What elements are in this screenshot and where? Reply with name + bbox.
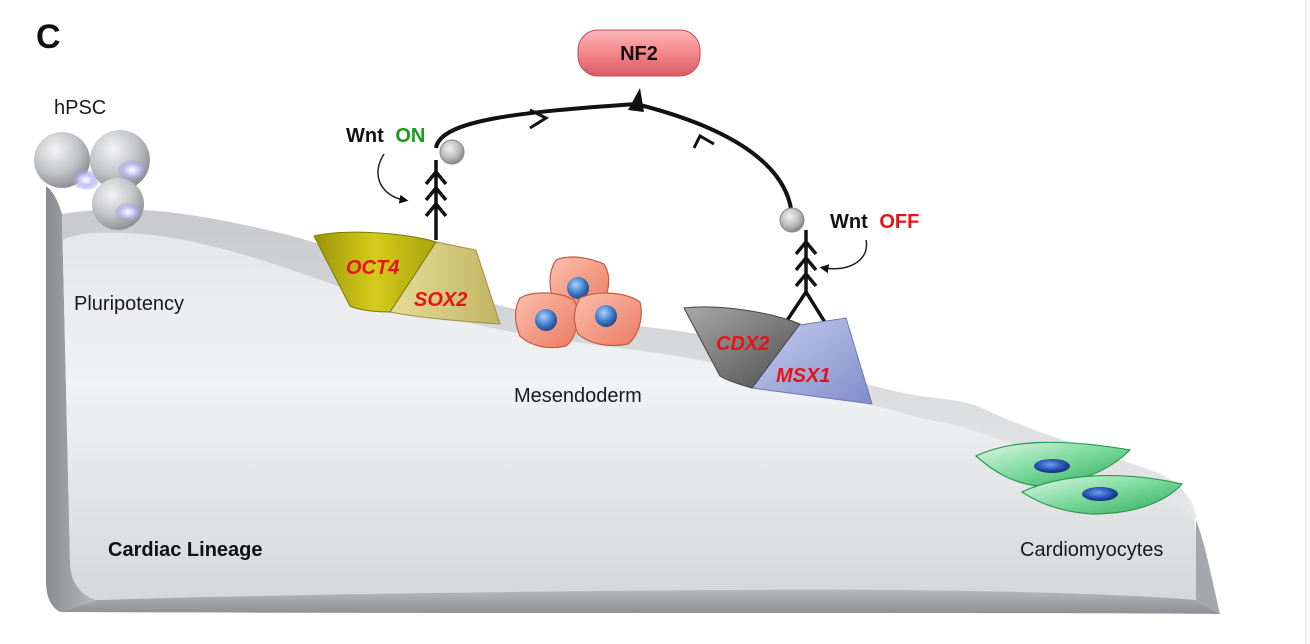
cdx2-label: CDX2 xyxy=(716,333,769,355)
svg-text:Wnt ON: Wnt ON xyxy=(346,125,425,147)
panel-letter: C xyxy=(36,18,61,56)
mesendoderm-nucleus xyxy=(535,309,557,331)
nf2-target: NF2 xyxy=(577,29,701,77)
cdx2-msx1-complex: CDX2 MSX1 xyxy=(683,306,873,405)
oct4-sox2-complex: OCT4 SOX2 xyxy=(313,231,501,325)
hpsc-nucleus xyxy=(115,203,141,221)
wnt-on-label: Wnt ON xyxy=(346,125,425,147)
pluripotency-label: Pluripotency xyxy=(74,293,184,315)
cardiomyocyte-nucleus xyxy=(1082,487,1118,501)
hpsc-cell-cluster xyxy=(34,130,150,230)
cardiomyocyte-cells xyxy=(974,441,1184,515)
oct4-block xyxy=(313,231,437,313)
landscape-bottom-edge xyxy=(60,589,1220,614)
nf2-arrowhead xyxy=(628,88,644,112)
mesendoderm-nucleus xyxy=(595,305,617,327)
mesendoderm-nucleus xyxy=(567,277,589,299)
hpsc-label: hPSC xyxy=(54,97,106,119)
wnt-off-switch-ball xyxy=(779,207,805,233)
landscape-surface xyxy=(62,209,1196,600)
left-arc-line xyxy=(434,102,637,149)
msx1-label: MSX1 xyxy=(776,365,830,387)
wnt-off-prefix: Wnt xyxy=(830,211,868,233)
signaling-arcs xyxy=(434,102,794,219)
wnt-on-pointer xyxy=(377,153,409,204)
wnt-on-state: ON xyxy=(395,125,425,147)
oct4-label: OCT4 xyxy=(346,257,399,279)
wnt-off-arrow-stack xyxy=(784,230,828,325)
landscape-right-wall xyxy=(1196,520,1220,614)
cardiomyocytes-label: Cardiomyocytes xyxy=(1020,539,1163,561)
nf2-label: NF2 xyxy=(620,43,658,65)
arc-arrow-right xyxy=(692,133,715,149)
hpsc-cell xyxy=(92,178,144,230)
landscape-left-wall xyxy=(46,186,96,612)
wnt-off-label: Wnt OFF xyxy=(830,211,919,233)
sox2-block xyxy=(389,241,501,325)
wnt-off-pointer xyxy=(819,239,868,274)
right-arc-line xyxy=(635,102,794,219)
cardiomyocyte-nucleus xyxy=(1034,459,1070,473)
mesendoderm-label: Mesendoderm xyxy=(514,385,642,407)
svg-text:Wnt OFF: Wnt OFF xyxy=(830,211,919,233)
wnt-on-prefix: Wnt xyxy=(346,125,384,147)
wnt-off-state: OFF xyxy=(879,211,919,233)
cardiac-lineage-label: Cardiac Lineage xyxy=(108,539,263,561)
wnt-on-arrow-stack xyxy=(424,160,448,240)
cdx2-block xyxy=(683,306,801,389)
hpsc-nucleus xyxy=(118,160,146,180)
wnt-on-switch-ball xyxy=(439,139,465,165)
mesendoderm-cells xyxy=(514,256,642,349)
nf2-capsule xyxy=(577,29,701,77)
sox2-label: SOX2 xyxy=(414,289,467,311)
hpsc-nucleus xyxy=(72,170,100,190)
arc-arrow-left xyxy=(529,108,550,130)
